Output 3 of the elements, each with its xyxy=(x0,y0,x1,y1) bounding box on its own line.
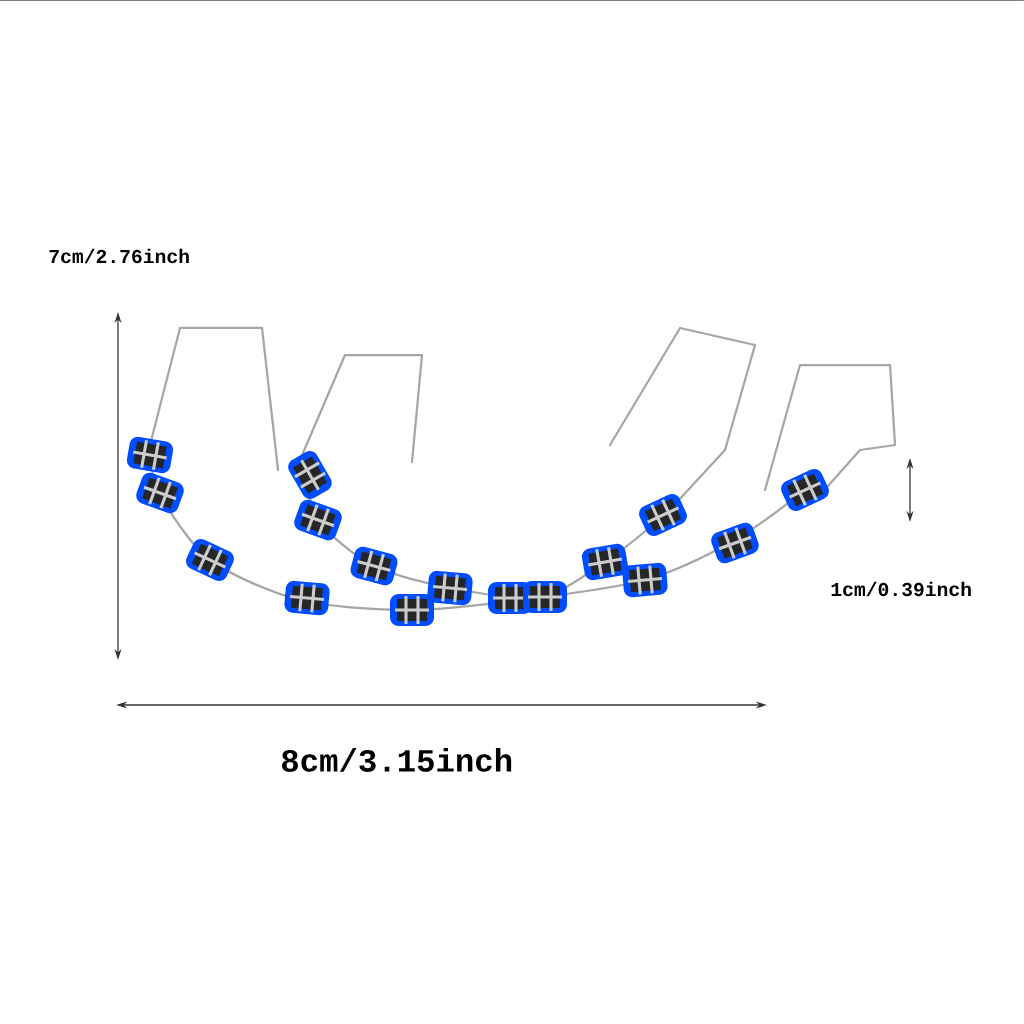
dimension-label: 8cm/3.15inch xyxy=(282,748,512,772)
dimension-label: 1cm/0.39inch xyxy=(831,581,971,597)
dimension-label: 7cm/2.76inch xyxy=(49,248,189,264)
